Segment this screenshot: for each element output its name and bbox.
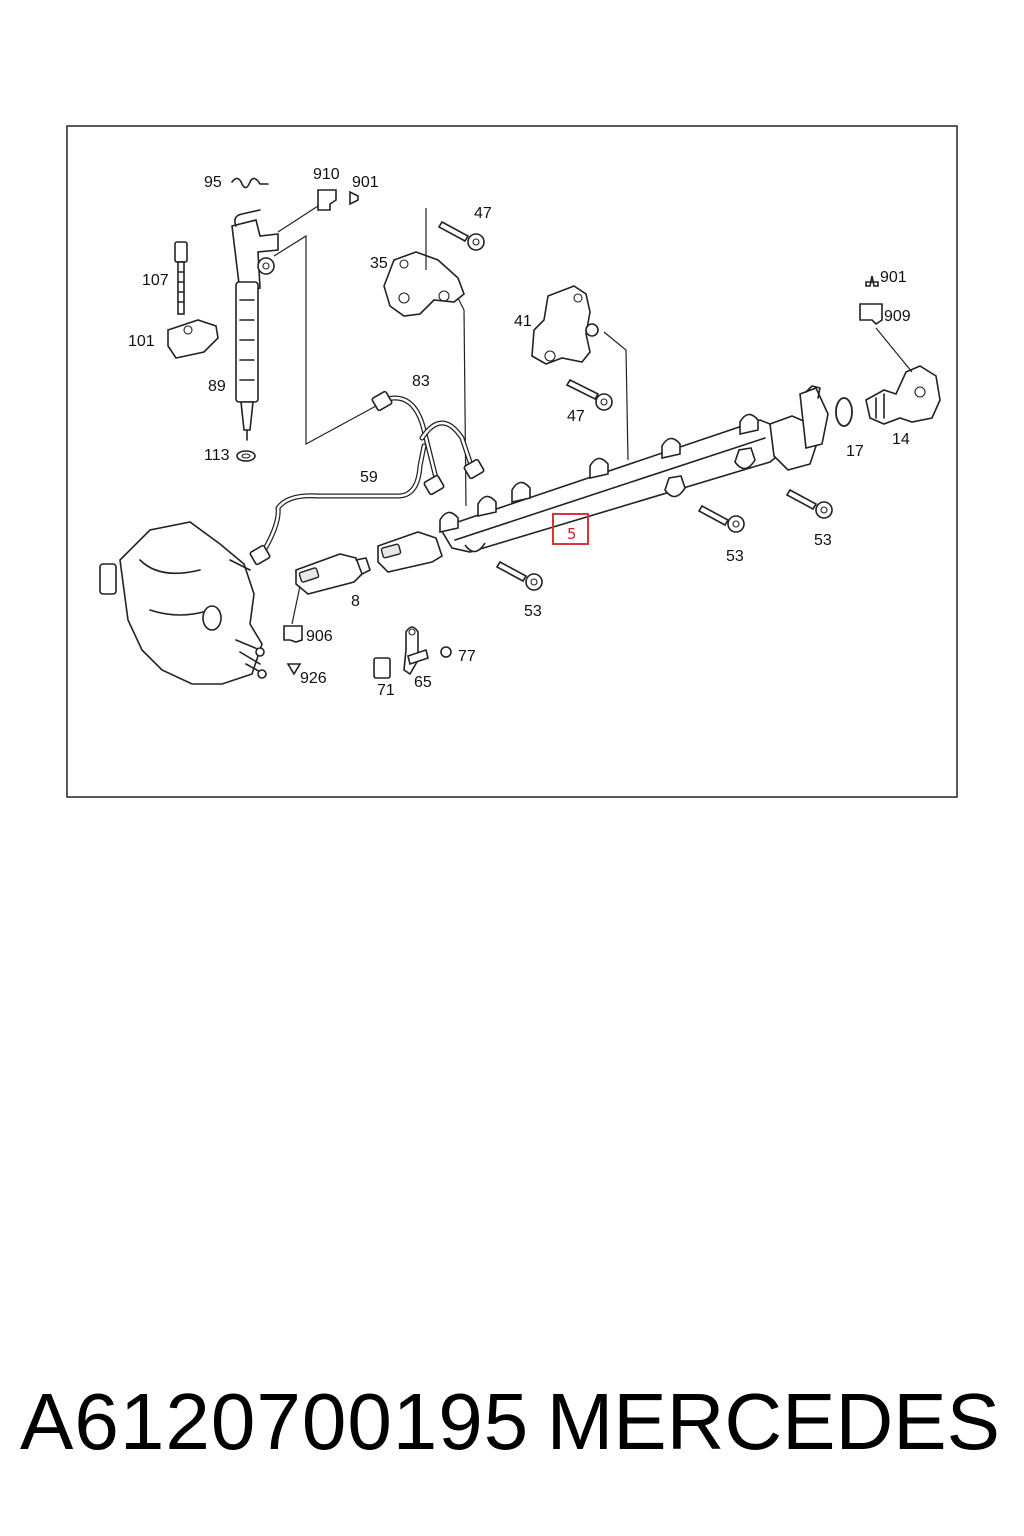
- callout-53-right: 53: [814, 532, 832, 549]
- bracket-41: [531, 285, 599, 365]
- pipe-59: [249, 443, 427, 566]
- high-pressure-pump: [99, 521, 267, 685]
- callout-901-top: 901: [352, 174, 379, 191]
- callout-59: 59: [360, 469, 378, 486]
- callout-910: 910: [313, 166, 340, 183]
- callout-17: 17: [846, 443, 864, 460]
- callout-5-highlight-box: [552, 513, 589, 545]
- callout-906: 906: [306, 628, 333, 645]
- injector: [231, 209, 279, 441]
- pressure-regulator-14: [865, 365, 941, 425]
- seal-901-top: [349, 190, 359, 206]
- callout-47-top: 47: [474, 205, 492, 222]
- bolt-107: [174, 241, 188, 315]
- callout-83: 83: [412, 373, 430, 390]
- washer-113: [236, 450, 256, 462]
- fuel-rail: [438, 385, 829, 553]
- callout-53-left: 53: [524, 603, 542, 620]
- bolt-77: [440, 646, 452, 658]
- seal-901-right: [865, 275, 879, 287]
- callout-107: 107: [142, 272, 169, 289]
- bracket-35: [383, 251, 465, 317]
- rail-pressure-sensor: [377, 531, 443, 573]
- connector-906: [283, 625, 303, 643]
- brand-name: MERCEDES: [546, 1377, 1000, 1466]
- bolt-53-left: [495, 560, 543, 591]
- callout-65: 65: [414, 674, 432, 691]
- clamp-101: [167, 319, 219, 359]
- callout-909: 909: [884, 308, 911, 325]
- callout-14: 14: [892, 431, 910, 448]
- diagram-border: [66, 125, 958, 798]
- bolt-47-top: [437, 220, 485, 251]
- bolt-47-bottom: [565, 378, 613, 411]
- o-ring-17: [835, 397, 853, 427]
- callout-89: 89: [208, 378, 226, 395]
- caption: A6120700195 MERCEDES: [0, 1372, 1024, 1472]
- pipe-83: [371, 390, 485, 496]
- callout-5: 5: [567, 525, 577, 543]
- callout-8: 8: [351, 593, 360, 610]
- callout-41: 41: [514, 313, 532, 330]
- part-71: [373, 657, 391, 679]
- callout-77: 77: [458, 648, 476, 665]
- bolt-53-right: [785, 488, 833, 519]
- clip-95: [231, 177, 269, 189]
- seal-909: [859, 303, 883, 326]
- callout-47-bottom: 47: [567, 408, 585, 425]
- sensor-8: [295, 553, 371, 595]
- callout-71: 71: [377, 682, 395, 699]
- callout-926: 926: [300, 670, 327, 687]
- clip-65: [403, 626, 429, 676]
- callout-113: 113: [204, 447, 230, 464]
- callout-901-right: 901: [880, 269, 907, 286]
- bolt-53-mid: [697, 504, 745, 533]
- part-number: A6120700195: [20, 1377, 530, 1466]
- seal-910: [317, 189, 337, 211]
- callout-35: 35: [370, 255, 388, 272]
- callout-53-mid: 53: [726, 548, 744, 565]
- seal-926: [286, 663, 302, 676]
- callout-101: 101: [128, 333, 155, 350]
- callout-95: 95: [204, 174, 222, 191]
